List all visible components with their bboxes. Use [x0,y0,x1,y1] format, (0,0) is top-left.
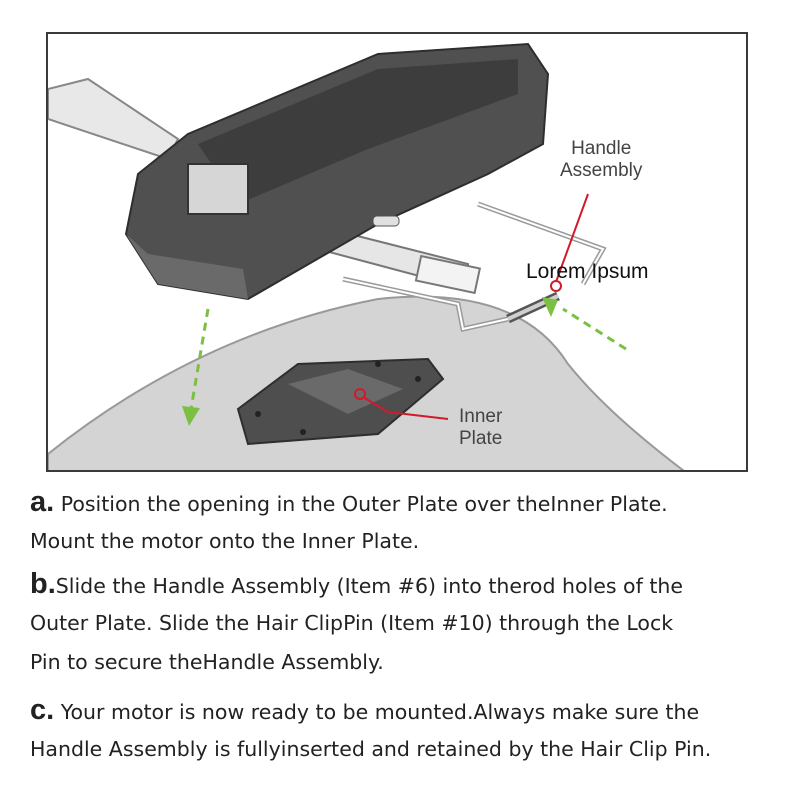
lock-pin [372,215,400,227]
handle-assembly-label: Handle Assembly [560,138,642,182]
step-letter: a. [30,486,55,518]
mount-arrowhead [182,406,200,426]
strap-clip [414,254,482,295]
motor-bracket [187,163,249,215]
handle-callout-line [555,193,589,283]
step-c: c. Your motor is now ready to be mounted… [30,692,711,768]
inner-label-line1: Inner [459,406,503,427]
step-text-line: Handle Assembly is fullyinserted and ret… [30,737,712,761]
step-text-line: Mount the motor onto the Inner Plate. [30,529,420,553]
step-letter: b. [30,568,56,600]
handle-callout-dot [550,280,562,292]
handle-label-line1: Handle [571,138,632,159]
step-text-line: Position the opening in the Outer Plate … [54,492,668,516]
inner-plate-top [288,369,403,414]
handle-label-line2: Assembly [560,160,643,181]
inner-plate-callout-line [362,396,449,420]
step-a: a. Position the opening in the Outer Pla… [30,484,668,560]
assembly-illustration: Handle Assembly Inner Plate Lorem Ipsum [46,32,748,472]
step-text-line: Outer Plate. Slide the Hair ClipPin (Ite… [30,611,674,635]
inner-label-line2: Plate [459,428,503,449]
step-text-line: Slide the Handle Assembly (Item #6) into… [55,574,683,598]
inner-plate-callout-dot [354,388,366,400]
insert-arrow [562,307,627,351]
insert-arrowhead [542,297,558,317]
motor-assembly-drawing [48,42,685,470]
motor-front [126,234,248,299]
overlay-caption: Lorem Ipsum [526,260,649,283]
step-b: b.Slide the Handle Assembly (Item #6) in… [30,566,683,681]
step-text-line: Pin to secure theHandle Assembly. [30,650,384,674]
motor-top [198,59,518,204]
mounting-strap [48,77,180,161]
step-text-line: Your motor is now ready to be mounted.Al… [54,700,700,724]
step-letter: c. [30,694,55,726]
mount-arrow [189,308,210,410]
inner-plate-label: Inner Plate [459,406,502,450]
